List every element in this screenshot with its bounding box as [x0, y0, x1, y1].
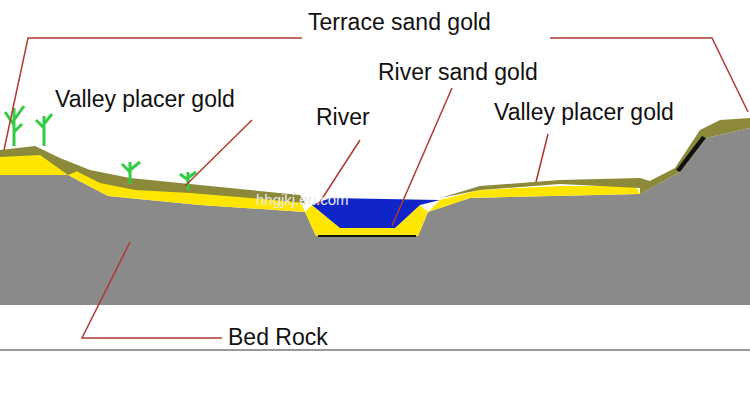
terrace-soil-left [0, 146, 85, 175]
label-text: Terrace sand gold [308, 10, 491, 35]
label-text: Valley placer gold [494, 100, 674, 125]
label-text: River [316, 105, 370, 130]
label-text: Valley placer gold [55, 87, 235, 112]
leader-lines [4, 38, 748, 338]
watermark: hhgjkj.en.com [256, 192, 349, 209]
terrace-edge-right [676, 136, 706, 172]
valley-soil-right [440, 178, 660, 198]
channel-floor [318, 235, 416, 237]
label-text: Bed Rock [228, 325, 328, 350]
label-text: River sand gold [378, 60, 538, 85]
valley-gold-right [428, 186, 640, 212]
terrace-soil-right [640, 118, 750, 194]
plants [5, 106, 196, 190]
baseline [0, 349, 750, 351]
